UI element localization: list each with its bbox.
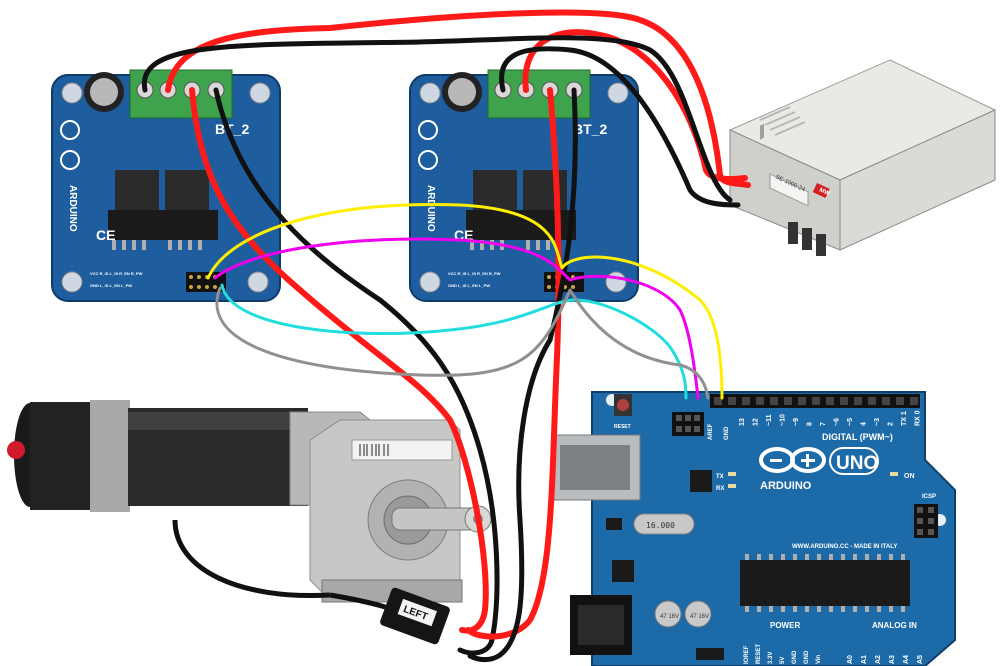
digital-pin-labels: 13 12 ~11 ~10 ~9 8 7 ~6 ~5 4 ~3 2 TX 1 RX 0	[739, 410, 922, 426]
digital-pin-label-2: ~11	[766, 414, 773, 426]
gear-motor: LEFT	[7, 400, 492, 645]
power-pin-label-3: 5V	[780, 657, 786, 664]
driver-left-ce-mark: CE	[96, 227, 115, 243]
reset-button-cap	[617, 399, 629, 411]
red-wire-psu-left-driver	[165, 9, 751, 188]
digital-pin-label-4: ~9	[793, 418, 800, 426]
psu-terminals	[788, 222, 826, 256]
magenta-wire	[213, 237, 700, 400]
driver-right-pins-row1: VCC R_IS L_IS R_EN R_PW	[448, 271, 501, 276]
motor-driver-left: BT_2 ARDUINO CE VCC R_IS L_IS R_EN R_PW …	[51, 69, 281, 302]
driver-left-vertical-label: ARDUINO	[67, 185, 78, 232]
driver-right-pins-row2: GND L_IS L_EN L_PW	[448, 283, 490, 288]
black-wire-left-driver-motor	[213, 87, 500, 656]
driver-right-label: BT_2	[573, 121, 607, 137]
gray-wire	[215, 286, 710, 400]
digital-pin-label-7: ~6	[834, 418, 841, 426]
digital-pin-label-12: TX 1	[901, 411, 908, 426]
power-pin-labels: IOREF RESET 3.3V 5V GND GND Vin	[744, 644, 822, 664]
gnd-label-top: GND	[724, 426, 730, 440]
red-wire-right-driver-motor	[465, 87, 562, 640]
reset-label-top: RESET	[614, 424, 631, 430]
driver-left-pins-row2: GND L_IS L_EN L_PW	[90, 283, 132, 288]
power-pin-label-1: RESET	[756, 644, 762, 664]
digital-pin-label-5: 8	[807, 422, 814, 426]
rx-label: RX	[716, 486, 724, 492]
usb-port	[551, 434, 641, 501]
digital-pin-label-13: RX 0	[915, 410, 922, 426]
analog-label: ANALOG IN	[872, 621, 917, 630]
cyan-wire	[220, 283, 688, 400]
power-pin-label-2: 3.3V	[768, 652, 774, 664]
yellow-wire	[206, 202, 724, 400]
digital-header	[710, 394, 920, 408]
power-label: POWER	[770, 621, 800, 630]
usb-chip	[690, 470, 712, 492]
analog-pin-labels: A0 A1 A2 A3 A4 A5	[847, 655, 924, 664]
power-pin-label-5: GND	[804, 650, 810, 664]
analog-pin-label-4: A4	[903, 655, 910, 664]
digital-pin-label-1: 12	[753, 418, 760, 426]
capacitors: 47 16V 47 16V	[654, 600, 712, 628]
black-wire-right-driver-motor	[467, 87, 578, 663]
cap-label-2: 47 16V	[690, 614, 709, 620]
digital-pin-label-8: ~5	[847, 418, 854, 426]
atmega-chip	[740, 554, 910, 612]
power-supply: SE-1000-24 MW	[728, 59, 997, 256]
analog-pin-label-5: A5	[917, 655, 924, 664]
power-pin-label-6: Vin	[816, 654, 822, 664]
tx-label: TX	[716, 474, 724, 480]
driver-right-vertical-label: ARDUINO	[425, 185, 436, 232]
uno-label: UNO	[836, 453, 878, 474]
black-wire-psu-left-driver	[141, 35, 733, 203]
digital-pin-label-9: 4	[861, 422, 868, 426]
black-wire-psu-right-driver	[499, 46, 741, 208]
motor-driver-right: BT_2 ARDUINO CE VCC R_IS L_IS R_EN R_PW …	[409, 69, 639, 302]
arduino-uno: RESET AREF GND 13 12 ~11 ~10 ~9 8 7 ~6 ~5 4 ~3 2 TX …	[551, 391, 956, 666]
analog-pin-label-3: A3	[889, 655, 896, 664]
wires	[141, 9, 751, 663]
digital-pin-label-11: 2	[888, 422, 895, 426]
on-label: ON	[904, 473, 915, 480]
analog-pin-label-0: A0	[847, 655, 854, 664]
cap-label-1: 47 16V	[660, 614, 679, 620]
red-wire-left-driver-motor	[189, 87, 489, 634]
dc-jack	[570, 595, 632, 655]
motor-connector: LEFT	[380, 587, 450, 645]
digital-pin-label-3: ~10	[780, 414, 787, 426]
crystal: 16.000	[633, 513, 695, 535]
analog-pin-label-1: A1	[861, 655, 868, 664]
digital-pin-label-0: 13	[739, 418, 746, 426]
motor-red-cap	[7, 441, 25, 459]
driver-left-pins-row1: VCC R_IS L_IS R_EN R_PW	[90, 271, 143, 276]
aref-label: AREF	[708, 423, 714, 440]
arduino-brand: ARDUINO	[760, 480, 812, 492]
power-pin-label-4: GND	[792, 650, 798, 664]
icsp-header-right	[914, 504, 938, 538]
icsp-label: ICSP	[922, 494, 936, 500]
psu-brand: MW	[818, 187, 831, 197]
crystal-label: 16.000	[646, 521, 675, 530]
icsp-header-top	[672, 412, 704, 436]
digital-pin-label-10: ~3	[874, 418, 881, 426]
digital-pin-label-6: 7	[820, 422, 827, 426]
digital-label: DIGITAL (PWM~)	[822, 432, 893, 442]
website-label: WWW.ARDUINO.CC - MADE IN ITALY	[792, 544, 897, 550]
arduino-logo	[759, 447, 826, 473]
power-pin-label-0: IOREF	[744, 645, 750, 664]
analog-pin-label-2: A2	[875, 655, 882, 664]
